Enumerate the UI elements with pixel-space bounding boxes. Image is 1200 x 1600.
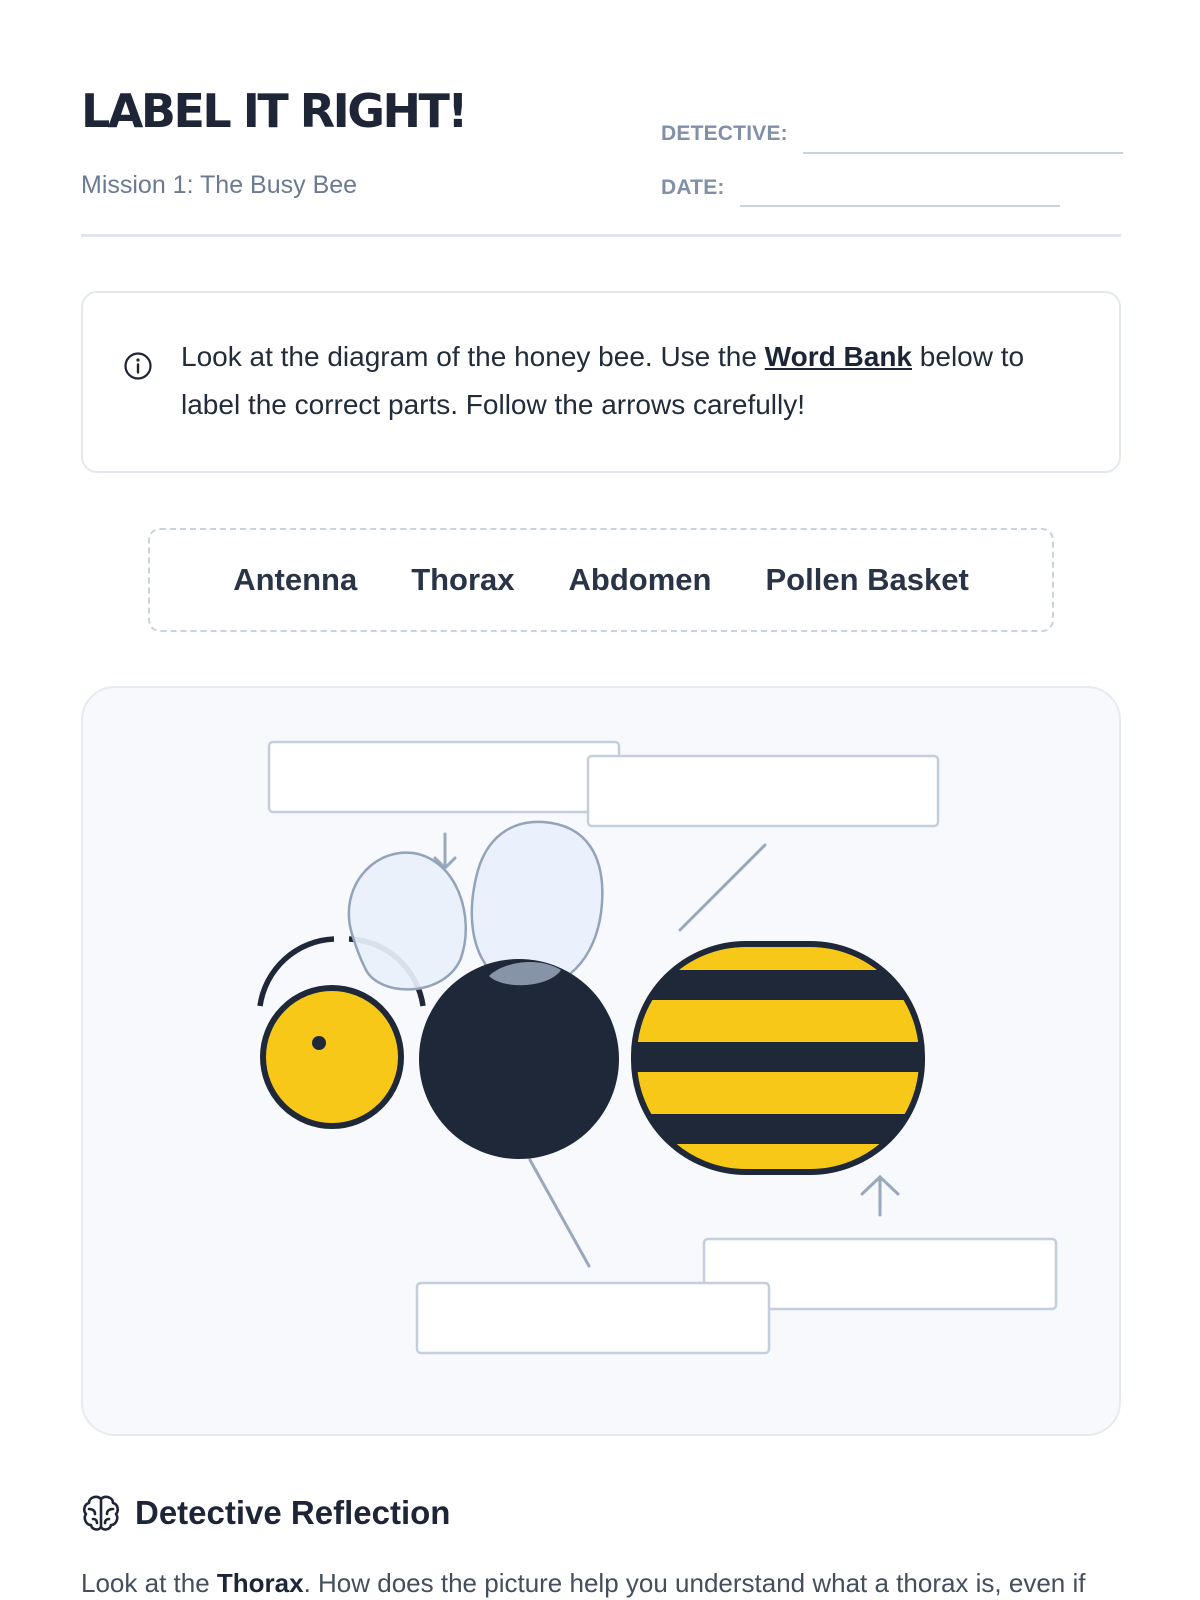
bee-abdomen xyxy=(634,944,922,1172)
antenna-left xyxy=(257,936,335,1007)
mission-subtitle: Mission 1: The Busy Bee xyxy=(81,171,358,199)
wing-overlap xyxy=(489,962,561,986)
bee-diagram xyxy=(257,740,1058,1355)
pointer-line-abdomen xyxy=(678,843,767,932)
instruction-box: Look at the diagram of the honey bee. Us… xyxy=(81,291,1121,473)
word-bank-reference: Word Bank xyxy=(764,341,913,372)
abdomen-stripe xyxy=(634,1114,922,1144)
instruction-text: Look at the diagram of the honey bee. Us… xyxy=(181,341,1025,420)
abdomen-stripe xyxy=(634,970,922,1000)
reflection-title: Detective Reflection xyxy=(135,1494,451,1531)
word-bank: Antenna Thorax Abdomen Pollen Basket xyxy=(148,528,1054,632)
bee-head xyxy=(260,985,404,1129)
bee-thorax xyxy=(419,959,619,1159)
arrow-up-icon xyxy=(860,1174,900,1217)
detective-label: DETECTIVE: xyxy=(661,122,788,145)
date-label: DATE: xyxy=(661,176,725,199)
abdomen-outline xyxy=(631,941,925,1175)
bee-diagram-panel xyxy=(81,686,1121,1436)
word-bank-item-abdomen[interactable]: Abdomen xyxy=(568,562,712,597)
arrow-down-icon xyxy=(433,832,457,871)
word-bank-item-thorax[interactable]: Thorax xyxy=(411,562,515,597)
word-bank-item-pollen-basket[interactable]: Pollen Basket xyxy=(765,562,969,597)
detective-name-field[interactable] xyxy=(803,152,1123,154)
date-field[interactable] xyxy=(740,205,1060,207)
bee-wings xyxy=(347,820,604,991)
thorax-emphasis: Thorax xyxy=(216,1568,304,1598)
label-box-bottom-right[interactable] xyxy=(702,1237,1058,1311)
brain-icon xyxy=(83,1495,119,1531)
bee-eye xyxy=(312,1036,326,1050)
label-box-top-left[interactable] xyxy=(267,740,621,814)
label-box-top-right[interactable] xyxy=(586,754,940,828)
label-box-bottom-center[interactable] xyxy=(415,1281,771,1355)
abdomen-stripe xyxy=(634,1042,922,1072)
info-icon xyxy=(124,352,152,380)
word-bank-item-antenna[interactable]: Antenna xyxy=(233,562,358,597)
reflection-question: Look at the Thorax. How does the picture… xyxy=(81,1568,1086,1598)
reflection-header: Detective Reflection xyxy=(81,1493,450,1533)
wing-small xyxy=(347,851,468,991)
header-divider xyxy=(81,234,1121,237)
pointer-line-thorax xyxy=(528,1158,591,1268)
page-title: LABEL IT RIGHT! xyxy=(81,84,468,138)
